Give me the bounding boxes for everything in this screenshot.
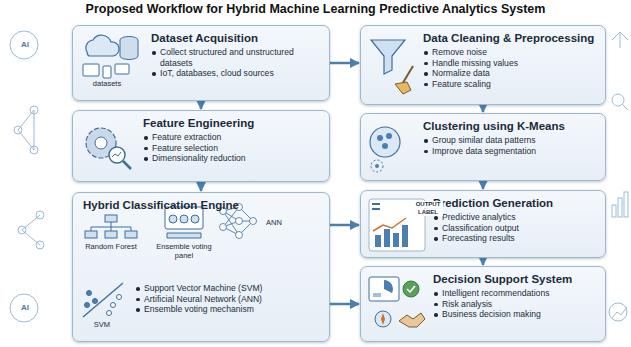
bullet-item: Forecasting results: [433, 233, 597, 244]
bullet-item: Support Vector Machine (SVM): [135, 283, 321, 294]
funnel-icon: [361, 26, 421, 106]
bullet-item: Intelligent recommendations: [433, 288, 597, 299]
box-heading: Data Cleaning & Preprocessing: [423, 32, 597, 44]
gear-icon: [73, 111, 143, 183]
flow-arrow: [200, 182, 203, 191]
bullet-item: Handle missing values: [423, 58, 597, 69]
box-heading: Prediction Generation: [433, 197, 597, 209]
bullet-item: IoT, databases, cloud sources: [151, 68, 321, 79]
flow-arrow: [482, 258, 485, 265]
box-heading: Decision Support System: [433, 273, 597, 285]
flow-arrow: [330, 62, 359, 65]
bullet-item: Normalize data: [423, 68, 597, 79]
box-heading: Feature Engineering: [143, 117, 321, 129]
bullet-item: Improve data segmentation: [423, 146, 597, 157]
icon-label: Random Forest: [75, 243, 147, 252]
bullet-item: Feature selection: [143, 143, 321, 154]
bullet-item: Feature extraction: [143, 132, 321, 143]
flow-arrow: [482, 105, 485, 112]
icon-label: SVM: [81, 321, 123, 330]
icon-label: OUTPUT: [413, 201, 443, 208]
bullet-item: Business decision making: [433, 309, 597, 320]
bullet-item: Classification output: [433, 223, 597, 234]
process-box: Hybrid Classification EngineSupport Vect…: [72, 192, 330, 342]
flow-arrow: [330, 224, 359, 227]
model-icons: [73, 193, 331, 343]
flow-arrow: [482, 181, 485, 189]
icon-label: datasets: [77, 80, 137, 89]
box-heading: Clustering using K-Means: [423, 120, 597, 132]
cluster-icon: [361, 114, 421, 182]
bullet-item: Remove noise: [423, 47, 597, 58]
bullet-item: Feature scaling: [423, 79, 597, 90]
box-heading: Dataset Acquisition: [151, 32, 321, 44]
bullet-item: Ensemble voting mechanism: [135, 304, 321, 315]
process-box: Decision Support SystemIntelligent recom…: [360, 266, 606, 342]
bullet-item: Predictive analytics: [433, 212, 597, 223]
box-heading: Hybrid Classification Engine: [83, 199, 321, 211]
flow-arrow: [200, 101, 203, 109]
process-box: Clustering using K-MeansGroup similar da…: [360, 113, 606, 181]
icon-label: AI: [15, 303, 35, 312]
process-box: Data Cleaning & PreprocessingRemove nois…: [360, 25, 606, 105]
process-box: Dataset AcquisitionCollect structured an…: [72, 25, 330, 101]
process-box: Prediction GenerationPredictive analytic…: [360, 190, 606, 258]
icon-label: LABEL: [413, 209, 443, 216]
bullet-item: Dimensionality reduction: [143, 153, 321, 164]
icon-label: AI: [15, 40, 35, 49]
icon-label: ANN: [259, 219, 289, 228]
flow-arrow: [330, 303, 359, 306]
bullet-item: Group similar data patterns: [423, 135, 597, 146]
icon-label: Ensemble voting panel: [155, 243, 213, 260]
diagram-title: Proposed Workflow for Hybrid Machine Lea…: [0, 2, 631, 16]
bullet-item: Artificial Neural Network (ANN): [135, 294, 321, 305]
process-box: Feature EngineeringFeature extractionFea…: [72, 110, 330, 182]
decision-icon: [361, 267, 431, 343]
bullet-item: Collect structured and unstructured data…: [151, 47, 321, 68]
bullet-item: Risk analysis: [433, 299, 597, 310]
